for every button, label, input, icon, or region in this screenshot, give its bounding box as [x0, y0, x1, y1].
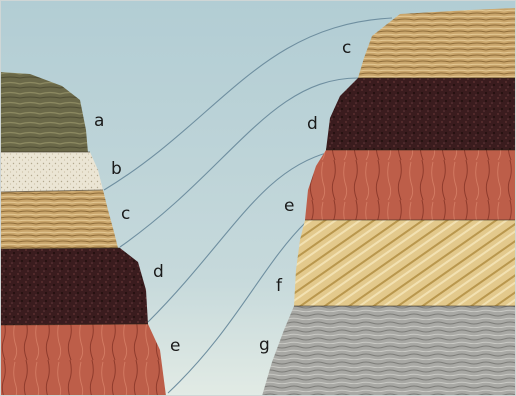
- right-label-f: f: [276, 278, 282, 295]
- left-label-d: d: [153, 264, 164, 281]
- left-label-b: b: [111, 161, 122, 178]
- left-layer-d: [0, 248, 148, 326]
- right-layer-d: [326, 78, 516, 150]
- left-label-a: a: [94, 113, 104, 130]
- right-label-e: e: [284, 198, 294, 215]
- right-label-g: g: [259, 337, 270, 354]
- left-layer-e: [0, 324, 166, 396]
- left-layer-b: [0, 152, 103, 193]
- left-label-e: e: [170, 338, 180, 355]
- right-label-c: c: [342, 40, 351, 57]
- right-layer-g: [262, 306, 516, 396]
- left-label-c: c: [121, 206, 130, 223]
- right-label-d: d: [307, 116, 318, 133]
- right-layer-e: [305, 150, 516, 220]
- left-layer-c: [0, 190, 118, 250]
- right-layer-f: [294, 220, 516, 306]
